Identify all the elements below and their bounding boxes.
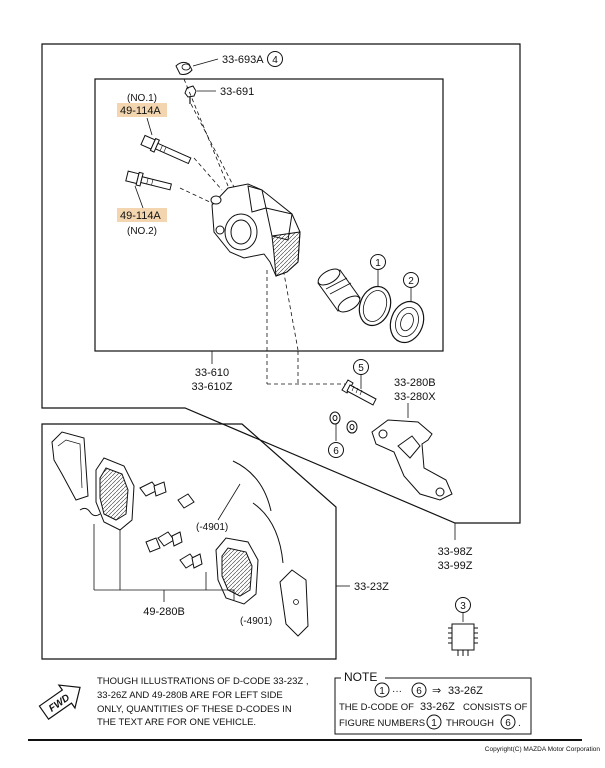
- part-label-33-98z: 33-98Z: [438, 546, 473, 558]
- circled-1-label: 1: [375, 258, 381, 269]
- circled-5-label: 5: [358, 363, 364, 374]
- note-box: [334, 677, 532, 735]
- pin-boots: [329, 411, 358, 434]
- outer-brake-pad: [215, 537, 259, 605]
- leader-no2: [134, 185, 144, 209]
- note-line3-num-6: 6: [505, 718, 511, 729]
- note-line2-b: 33-26Z: [420, 701, 455, 713]
- part-label-33-99z: 33-99Z: [438, 560, 473, 572]
- note-arrow: ⇒: [432, 685, 441, 697]
- part-label-33-610: 33-610: [195, 367, 229, 379]
- dust-boot: [389, 300, 425, 344]
- highlight-49-114a-2: [117, 208, 167, 222]
- part-label-33-610z: 33-610Z: [192, 381, 233, 393]
- guide-pin: [341, 379, 377, 406]
- circled-3-label: 3: [460, 601, 466, 612]
- note-line3-a: FIGURE NUMBERS: [339, 718, 425, 729]
- leader-4901-upper: [217, 483, 241, 521]
- piston-seal: [358, 285, 392, 327]
- note-line2-c: CONSISTS OF: [463, 702, 528, 713]
- pad-kit-frame: [41, 423, 337, 660]
- circled-6-label: 6: [333, 446, 339, 457]
- copyright: Copyright(C) MAZDA Motor Corporation: [485, 746, 601, 753]
- note-line3-circle-6: [500, 714, 516, 730]
- caliper-piston: [317, 268, 361, 313]
- note-from-label: 1: [379, 686, 385, 697]
- note-target: 33-26Z: [448, 685, 483, 697]
- fwd-arrow-icon: FWD: [38, 684, 81, 721]
- bolt-no2-label: (NO.2): [127, 226, 157, 237]
- note-line3-e: .: [518, 718, 521, 729]
- circled-4-label: 4: [272, 55, 278, 66]
- wear-clips: [139, 481, 203, 569]
- note-line3-c: THROUGH: [446, 718, 494, 729]
- inner-brake-pad: [95, 457, 135, 531]
- bleeder-screw-part: [184, 85, 216, 104]
- outer-shim-hole: [293, 599, 299, 605]
- caliper-body: [210, 183, 301, 277]
- note-line2-a: THE D-CODE OF: [339, 702, 414, 713]
- grease-pack: [448, 623, 478, 656]
- anti-squeal-spring: [79, 507, 101, 517]
- note-line3-num-1: 1: [431, 718, 437, 729]
- dust-boot-inner: [395, 307, 419, 337]
- part-label-33-23z: 33-23Z: [354, 581, 389, 593]
- note-line3-circle-1: [426, 714, 442, 730]
- circled-3-marker: [455, 597, 471, 613]
- circled-5-marker: [353, 359, 369, 375]
- circled-2-marker: [403, 272, 419, 288]
- note-title-bg: [341, 670, 385, 684]
- dust-boot-core: [400, 312, 414, 332]
- circled-2-label: 2: [408, 276, 414, 287]
- bolt-no1-label: (NO.1): [127, 93, 157, 104]
- note-title: NOTE: [344, 670, 377, 684]
- part-label-4901-upper: (-4901): [196, 522, 228, 533]
- disc-outline: [232, 460, 284, 564]
- leader-no1: [146, 117, 153, 136]
- note-circle-from: [374, 682, 390, 698]
- pad-shim: [51, 431, 89, 501]
- mounting-bracket: [371, 419, 453, 501]
- note-to-label: 6: [416, 686, 422, 697]
- part-label-33-693a: 33-693A: [222, 54, 264, 66]
- part-label-33-691: 33-691: [220, 86, 254, 98]
- part-label-33-280b: 33-280B: [394, 377, 436, 389]
- bleeder-cap-part: [175, 58, 219, 75]
- disclaimer-line-3: ONLY, QUANTITIES OF THESE D-CODES IN: [97, 704, 292, 715]
- disclaimer-line-1: THOUGH ILLUSTRATIONS OF D-CODE 33-23Z ,: [97, 676, 309, 687]
- part-label-4901-lower: (-4901): [240, 616, 272, 627]
- circled-6-marker: [328, 442, 344, 458]
- caliper-box: [94, 78, 444, 352]
- note-circle-to: [411, 682, 427, 698]
- piston-seal-inner: [362, 290, 388, 322]
- outer-assembly-frame: [41, 43, 521, 524]
- part-label-49-114a-no1: 49-114A: [120, 105, 161, 117]
- disclaimer-line-4: THE TEXT ARE FOR ONE VEHICLE.: [97, 717, 256, 728]
- guide-bolt-no1: [140, 134, 192, 165]
- part-label-49-114a-no2: 49-114A: [120, 210, 161, 222]
- highlight-49-114a-1: [117, 103, 167, 117]
- pad-leaders: [93, 524, 235, 602]
- pad-shim-detail: [57, 439, 83, 489]
- disclaimer-line-2: 33-26Z AND 49-280B ARE FOR LEFT SIDE: [97, 690, 283, 701]
- part-label-33-280x: 33-280X: [394, 391, 436, 403]
- circled-4-marker: [267, 51, 283, 67]
- circled-1-marker: [370, 254, 386, 270]
- guide-bolt-no2: [125, 170, 172, 191]
- part-label-49-280b: 49-280B: [143, 606, 185, 618]
- note-dots: ···: [392, 686, 402, 697]
